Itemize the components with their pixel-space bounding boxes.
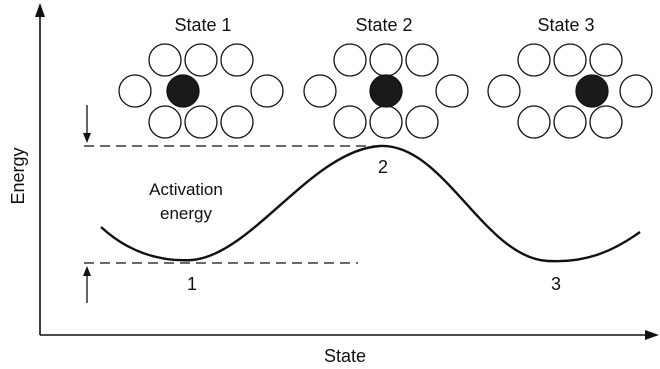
host-atom <box>304 75 336 107</box>
host-atom <box>149 44 181 76</box>
host-atom <box>185 44 217 76</box>
host-atom <box>185 106 217 138</box>
host-atom <box>590 44 622 76</box>
host-atom <box>590 106 622 138</box>
atom-cluster-state-1 <box>119 44 283 138</box>
atom-cluster-state-2 <box>304 44 468 138</box>
curve-label-state-3: 3 <box>551 274 561 294</box>
host-atom <box>149 106 181 138</box>
atom-cluster-state-3 <box>488 44 652 138</box>
activation-energy-label-line2: energy <box>160 204 212 223</box>
host-atom <box>406 106 438 138</box>
curve-label-state-2: 2 <box>378 157 388 177</box>
host-atom <box>518 106 550 138</box>
state-2-title: State 2 <box>355 15 412 35</box>
state-1-title: State 1 <box>174 15 231 35</box>
migrating-atom <box>576 75 608 107</box>
state-3-title: State 3 <box>537 15 594 35</box>
host-atom <box>620 75 652 107</box>
host-atom <box>370 106 402 138</box>
activation-arrow-bottom <box>83 266 91 303</box>
curve-label-state-1: 1 <box>187 274 197 294</box>
host-atom <box>334 106 366 138</box>
host-atom <box>406 44 438 76</box>
host-atom <box>554 44 586 76</box>
host-atom <box>221 106 253 138</box>
host-atom <box>436 75 468 107</box>
y-axis-arrowhead <box>35 3 45 17</box>
host-atom <box>119 75 151 107</box>
activation-energy-label-line1: Activation <box>149 180 223 199</box>
migrating-atom <box>370 75 402 107</box>
x-axis-arrowhead <box>645 330 659 340</box>
host-atom <box>334 44 366 76</box>
host-atom <box>554 106 586 138</box>
migrating-atom <box>167 75 199 107</box>
host-atom <box>518 44 550 76</box>
host-atom <box>251 75 283 107</box>
activation-arrow-top <box>83 105 91 143</box>
y-axis-label: Energy <box>8 147 28 204</box>
x-axis-label: State <box>324 346 366 366</box>
host-atom <box>221 44 253 76</box>
host-atom <box>370 44 402 76</box>
host-atom <box>488 75 520 107</box>
